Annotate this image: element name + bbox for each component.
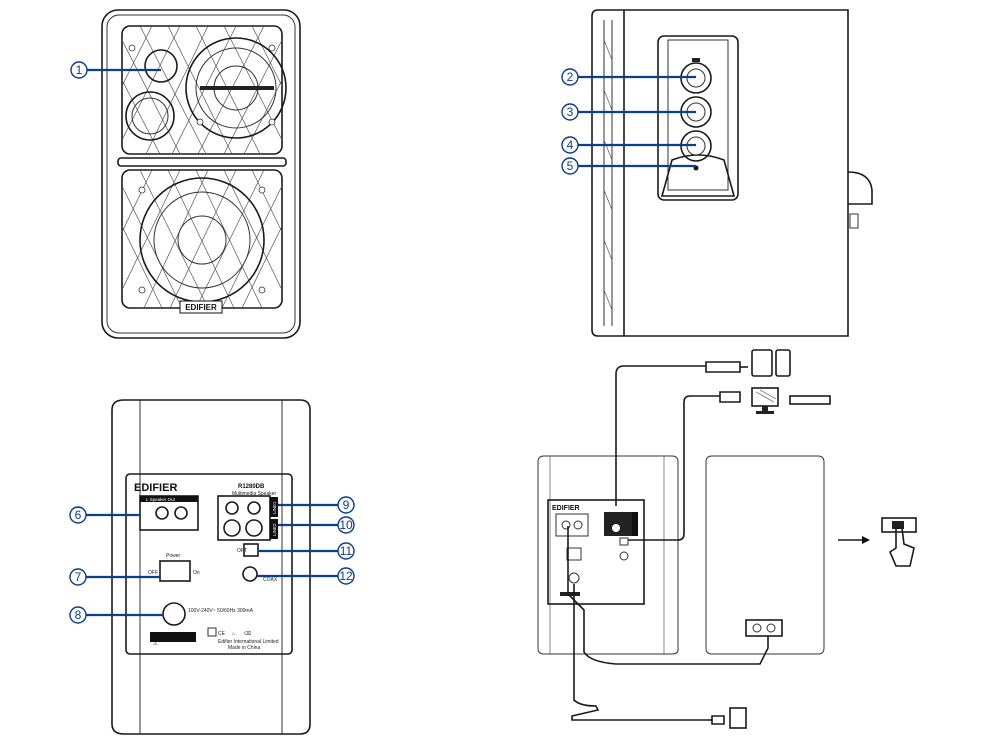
rating-label: 100V-240V~ 50/60Hz 300mA — [188, 608, 254, 614]
svg-text:9: 9 — [343, 498, 350, 512]
side-view — [591, 9, 873, 337]
svg-text:3: 3 — [567, 105, 574, 119]
speaker-out-label: L Speaker Out — [146, 497, 176, 502]
diagram-logo: EDIFIER — [552, 505, 580, 512]
callout-4 — [561, 136, 579, 154]
phone-icon — [775, 349, 791, 377]
power-on-hand-icon — [881, 517, 917, 567]
svg-text:10: 10 — [339, 518, 353, 532]
monitor-icon — [751, 387, 779, 414]
coax-label: COAX — [263, 577, 278, 583]
svg-text:12: 12 — [339, 569, 353, 583]
off-label: OFF — [148, 570, 158, 576]
callout-6 — [69, 506, 87, 524]
line2-label: LINE2 — [272, 523, 277, 536]
svg-text:11: 11 — [340, 544, 353, 558]
svg-text:1: 1 — [76, 63, 83, 77]
tablet-icon — [751, 349, 773, 377]
callout-5 — [561, 157, 579, 175]
player-icon — [789, 395, 831, 405]
callout-8 — [69, 606, 87, 624]
back-model: R1280DB — [238, 484, 265, 490]
callout-11 — [337, 542, 355, 560]
svg-text:⌫: ⌫ — [244, 631, 251, 637]
svg-text:CE: CE — [218, 631, 226, 637]
power-switch[interactable] — [159, 560, 191, 582]
svg-text:5: 5 — [567, 159, 574, 173]
callout-7 — [69, 568, 87, 586]
svg-text:2: 2 — [567, 70, 574, 84]
tweeter — [144, 49, 178, 83]
svg-text:⚠: ⚠ — [153, 641, 158, 647]
svg-text:8: 8 — [75, 608, 82, 622]
power-label: Power — [166, 553, 181, 559]
back-panel-view: EDIFIER R1280DB Multimedia Speaker L Spe… — [111, 399, 311, 735]
callout-12 — [337, 567, 355, 585]
back-subtitle: Multimedia Speaker — [232, 491, 277, 497]
opt-label: OPT — [237, 548, 247, 554]
ac-socket — [162, 602, 186, 626]
callout-3 — [561, 103, 579, 121]
front-logo: EDIFIER — [185, 303, 217, 312]
wall-outlet — [729, 707, 747, 729]
callout-9 — [337, 496, 355, 514]
svg-text:4: 4 — [567, 138, 574, 152]
callout-2 — [561, 68, 579, 86]
callout-10 — [337, 516, 355, 534]
svg-text:6: 6 — [75, 508, 82, 522]
back-logo: EDIFIER — [134, 482, 177, 494]
callouts: 1 2 3 4 5 6 7 8 9 10 11 12 — [69, 61, 696, 624]
on-label: On — [193, 570, 200, 576]
front-view: EDIFIER — [101, 9, 301, 339]
company-label: Edifier International Limited — [218, 639, 279, 645]
made-in-label: Made in China — [228, 645, 260, 651]
svg-text:7: 7 — [75, 570, 82, 584]
connection-diagram: EDIFIER — [537, 349, 917, 729]
svg-text:⌂: ⌂ — [232, 631, 235, 637]
line1-label: LINE1 — [272, 501, 277, 514]
callout-1 — [70, 61, 88, 79]
volume-knob[interactable] — [680, 58, 712, 94]
